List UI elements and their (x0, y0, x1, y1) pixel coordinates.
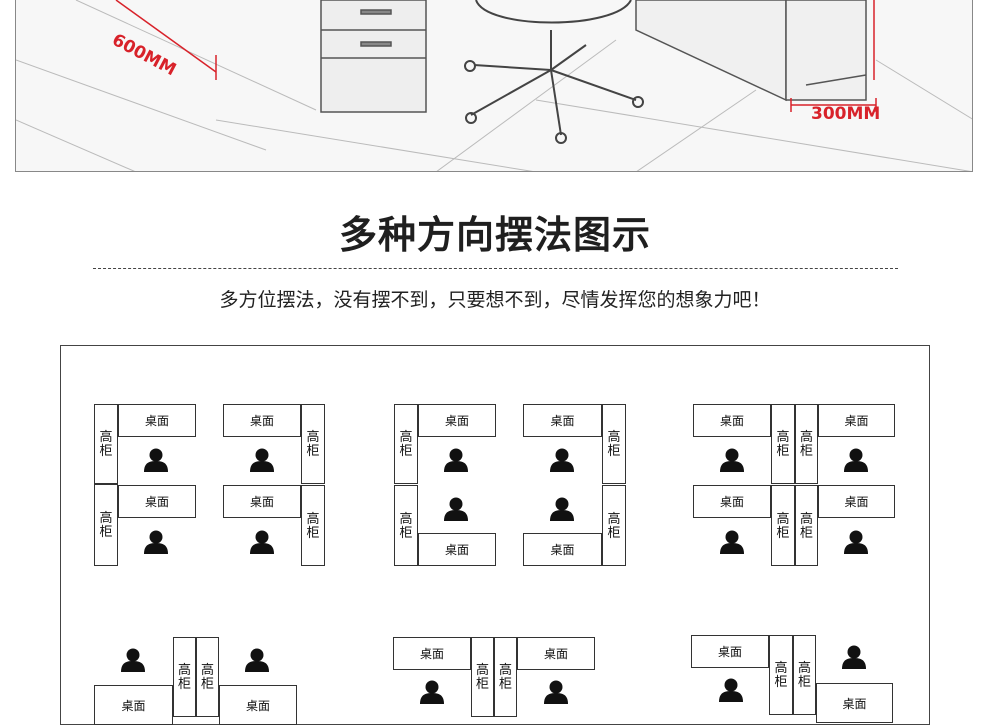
person-icon (419, 680, 445, 704)
desk-block: 桌面 (818, 485, 895, 518)
tall-cabinet-block: 高 柜 (94, 484, 118, 566)
desk-block: 桌面 (691, 635, 769, 668)
person-icon (549, 497, 575, 521)
person-icon (718, 678, 744, 702)
desk-block: 桌面 (693, 485, 771, 518)
tall-cabinet-block: 高 柜 (793, 635, 816, 715)
tall-cabinet-block: 高 柜 (494, 637, 517, 717)
desk-block: 桌面 (818, 404, 895, 437)
tall-cabinet-block: 高 柜 (795, 485, 818, 566)
dashed-divider (93, 268, 898, 269)
tall-cabinet-block: 高 柜 (394, 485, 418, 566)
desk-block: 桌面 (693, 404, 771, 437)
desk-block: 桌面 (94, 685, 173, 725)
person-icon (143, 530, 169, 554)
tall-cabinet-block: 高 柜 (602, 404, 626, 484)
person-icon (543, 680, 569, 704)
tall-cabinet-block: 高 柜 (301, 485, 325, 566)
width-dimension-label: 300MM (811, 104, 881, 124)
section-title: 多种方向摆法图示 (338, 213, 651, 257)
tall-cabinet-block: 高 柜 (771, 485, 795, 566)
person-icon (120, 648, 146, 672)
desk-block: 桌面 (523, 533, 602, 566)
person-icon (549, 448, 575, 472)
person-icon (841, 645, 867, 669)
desk-block: 桌面 (223, 485, 301, 518)
section-subtitle: 多方位摆法，没有摆不到，只要想不到，尽情发挥您的想象力吧！ (219, 289, 771, 311)
person-icon (249, 530, 275, 554)
desk-block: 桌面 (418, 404, 496, 437)
tall-cabinet-block: 高 柜 (602, 485, 626, 566)
desk-block: 桌面 (517, 637, 595, 670)
desk-block: 桌面 (219, 685, 297, 725)
person-icon (443, 448, 469, 472)
tall-cabinet-block: 高 柜 (471, 637, 494, 717)
tall-cabinet-block: 高 柜 (769, 635, 793, 715)
person-icon (244, 648, 270, 672)
desk-block: 桌面 (223, 404, 301, 437)
person-icon (719, 448, 745, 472)
office-sketch-illustration (16, 0, 972, 171)
desk-block: 桌面 (523, 404, 602, 437)
desk-block: 桌面 (118, 404, 196, 437)
tall-cabinet-block: 高 柜 (795, 404, 818, 484)
tall-cabinet-block: 高 柜 (173, 637, 196, 717)
tall-cabinet-block: 高 柜 (94, 404, 118, 484)
person-icon (443, 497, 469, 521)
desk-block: 桌面 (816, 683, 893, 723)
person-icon (143, 448, 169, 472)
desk-block: 桌面 (418, 533, 496, 566)
person-icon (249, 448, 275, 472)
arrangement-diagram-frame: 高 柜桌面高 柜桌面高 柜桌面高 柜桌面高 柜桌面高 柜桌面高 柜桌面高 柜桌面… (60, 345, 930, 725)
tall-cabinet-block: 高 柜 (301, 404, 325, 484)
person-icon (719, 530, 745, 554)
tall-cabinet-block: 高 柜 (196, 637, 219, 717)
desk-block: 桌面 (118, 485, 196, 518)
tall-cabinet-block: 高 柜 (771, 404, 795, 484)
person-icon (843, 530, 869, 554)
desk-block: 桌面 (393, 637, 471, 670)
office-sketch-photo: 600MM 300MM (15, 0, 973, 172)
tall-cabinet-block: 高 柜 (394, 404, 418, 484)
person-icon (843, 448, 869, 472)
